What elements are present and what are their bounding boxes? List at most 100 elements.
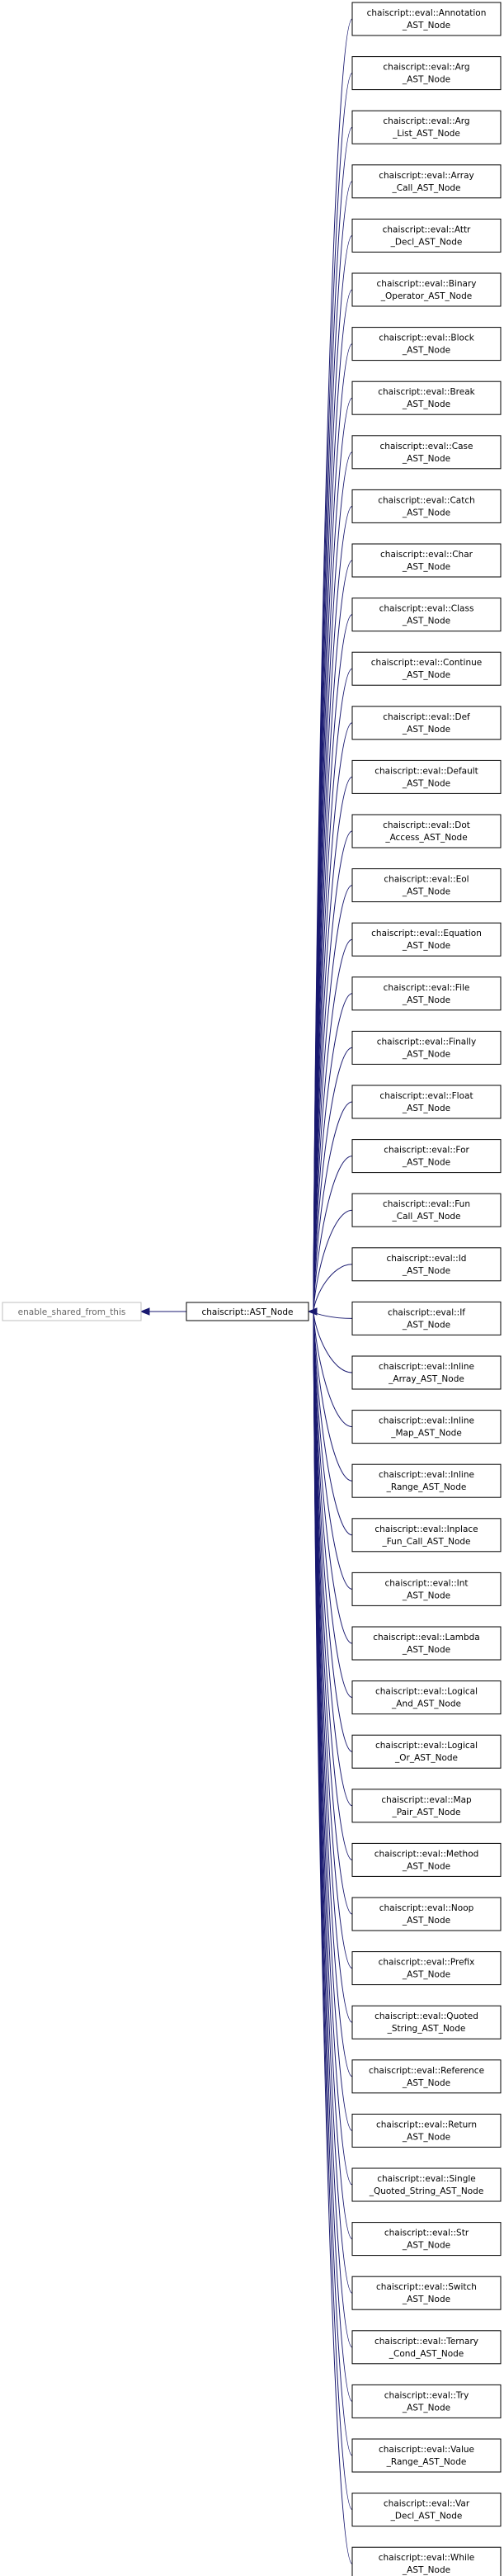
- child-class-node[interactable]: chaiscript::eval::Id_AST_Node: [351, 1247, 502, 1282]
- child-class-box: [351, 1518, 502, 1553]
- child-class-node[interactable]: chaiscript::eval::Return_AST_Node: [351, 2113, 502, 2148]
- child-class-node[interactable]: chaiscript::eval::Arg_AST_Node: [351, 56, 502, 91]
- child-class-box: [351, 489, 502, 523]
- child-class-node[interactable]: chaiscript::eval::Def_AST_Node: [351, 706, 502, 740]
- child-class-node[interactable]: chaiscript::eval::Inline_Map_AST_Node: [351, 1410, 502, 1444]
- child-class-box: [351, 435, 502, 470]
- child-class-node[interactable]: chaiscript::eval::While_AST_Node: [351, 2546, 502, 2576]
- child-class-node[interactable]: chaiscript::eval::Logical_And_AST_Node: [351, 1680, 502, 1715]
- child-class-label-line1: chaiscript::eval::Prefix: [379, 1958, 475, 1968]
- root-class-label: chaiscript::AST_Node: [201, 1307, 293, 1317]
- child-class-label-line2: _List_AST_Node: [392, 129, 460, 139]
- child-class-node[interactable]: chaiscript::eval::Value_Range_AST_Node: [351, 2438, 502, 2473]
- root-class-node[interactable]: chaiscript::AST_Node: [186, 1302, 309, 1321]
- child-class-node[interactable]: chaiscript::eval::Attr_Decl_AST_Node: [351, 218, 502, 253]
- child-class-box: [351, 2005, 502, 2040]
- child-class-label-line1: chaiscript::eval::Return: [376, 2120, 477, 2129]
- inheritance-edge: [313, 1156, 353, 1312]
- child-class-label-line1: chaiscript::eval::Map: [381, 1795, 472, 1805]
- child-class-box: [351, 868, 502, 903]
- child-class-box: [351, 1789, 502, 1823]
- child-class-node[interactable]: chaiscript::eval::Finally_AST_Node: [351, 1030, 502, 1065]
- child-class-label-line2: _Access_AST_Node: [384, 833, 467, 843]
- child-class-label-line2: _AST_Node: [402, 995, 450, 1005]
- child-class-box: [351, 1030, 502, 1065]
- child-class-node[interactable]: chaiscript::eval::Default_AST_Node: [351, 759, 502, 794]
- child-class-label-line1: chaiscript::eval::Inplace: [374, 1524, 478, 1534]
- child-class-label-line2: _Fun_Call_AST_Node: [381, 1537, 470, 1547]
- child-class-label-line2: _AST_Node: [402, 778, 450, 788]
- child-class-box: [351, 1410, 502, 1444]
- child-class-box: [351, 1085, 502, 1119]
- child-class-node[interactable]: chaiscript::eval::For_AST_Node: [351, 1139, 502, 1174]
- child-class-label-line2: _AST_Node: [402, 346, 450, 356]
- child-class-node[interactable]: chaiscript::eval::Single_Quoted_String_A…: [351, 2167, 502, 2202]
- child-class-node[interactable]: chaiscript::eval::Arg_List_AST_Node: [351, 110, 502, 144]
- child-class-node[interactable]: chaiscript::eval::Class_AST_Node: [351, 598, 502, 632]
- inheritance-edge: [313, 1264, 353, 1312]
- child-class-node[interactable]: chaiscript::eval::Reference_AST_Node: [351, 2059, 502, 2094]
- child-class-node[interactable]: chaiscript::eval::Equation_AST_Node: [351, 922, 502, 957]
- child-class-node[interactable]: chaiscript::eval::Method_AST_Node: [351, 1842, 502, 1877]
- child-class-node[interactable]: chaiscript::eval::Ternary_Cond_AST_Node: [351, 2330, 502, 2365]
- child-class-node[interactable]: chaiscript::eval::Char_AST_Node: [351, 543, 502, 578]
- inheritance-edge: [313, 1311, 353, 1482]
- child-class-label-line2: _AST_Node: [402, 1916, 450, 1926]
- child-class-label-line2: _AST_Node: [402, 725, 450, 735]
- child-class-node[interactable]: chaiscript::eval::Int_AST_Node: [351, 1572, 502, 1606]
- child-class-node[interactable]: chaiscript::eval::Map_Pair_AST_Node: [351, 1789, 502, 1823]
- child-class-node[interactable]: chaiscript::eval::Eol_AST_Node: [351, 868, 502, 903]
- child-class-node[interactable]: chaiscript::eval::Continue_AST_Node: [351, 651, 502, 686]
- child-class-label-line1: chaiscript::eval::Value: [379, 2445, 474, 2455]
- child-class-label-line1: chaiscript::eval::Array: [379, 171, 474, 181]
- child-class-label-line2: _Decl_AST_Node: [390, 2512, 463, 2522]
- child-class-label-line1: chaiscript::eval::Char: [380, 550, 473, 560]
- child-class-label-line2: _AST_Node: [402, 1861, 450, 1871]
- child-class-node[interactable]: chaiscript::eval::Logical_Or_AST_Node: [351, 1734, 502, 1769]
- child-class-box: [351, 2276, 502, 2310]
- child-class-node[interactable]: chaiscript::eval::Break_AST_Node: [351, 380, 502, 415]
- child-class-node[interactable]: chaiscript::eval::Float_AST_Node: [351, 1085, 502, 1119]
- child-class-node[interactable]: chaiscript::eval::Inline_Range_AST_Node: [351, 1463, 502, 1498]
- child-class-node[interactable]: chaiscript::eval::Str_AST_Node: [351, 2222, 502, 2257]
- child-class-node[interactable]: chaiscript::eval::Case_AST_Node: [351, 435, 502, 470]
- child-class-node[interactable]: chaiscript::eval::If_AST_Node: [351, 1301, 502, 1335]
- child-class-label-line1: chaiscript::eval::Eol: [384, 875, 469, 885]
- child-class-node[interactable]: chaiscript::eval::File_AST_Node: [351, 976, 502, 1011]
- child-class-node[interactable]: chaiscript::eval::Array_Call_AST_Node: [351, 164, 502, 199]
- child-class-node[interactable]: chaiscript::eval::Lambda_AST_Node: [351, 1626, 502, 1661]
- inheritance-edge: [313, 1209, 353, 1312]
- child-class-label-line1: chaiscript::eval::Case: [380, 442, 473, 451]
- child-class-node[interactable]: chaiscript::eval::Catch_AST_Node: [351, 489, 502, 523]
- base-class-node[interactable]: enable_shared_from_this: [2, 1302, 142, 1321]
- base-class-label: enable_shared_from_this: [18, 1307, 126, 1317]
- child-class-box: [351, 1139, 502, 1174]
- child-class-node[interactable]: chaiscript::eval::Dot_Access_AST_Node: [351, 814, 502, 848]
- child-class-label-line2: _AST_Node: [402, 508, 450, 518]
- child-class-node[interactable]: chaiscript::eval::Try_AST_Node: [351, 2384, 502, 2418]
- child-class-node[interactable]: chaiscript::eval::Annotation_AST_Node: [351, 2, 502, 36]
- child-class-node[interactable]: chaiscript::eval::Block_AST_Node: [351, 327, 502, 362]
- child-class-box: [351, 814, 502, 848]
- child-class-label-line2: _AST_Node: [402, 399, 450, 409]
- child-class-node[interactable]: chaiscript::eval::Prefix_AST_Node: [351, 1951, 502, 1986]
- child-class-label-line2: _AST_Node: [402, 75, 450, 85]
- child-class-node[interactable]: chaiscript::eval::Binary_Operator_AST_No…: [351, 272, 502, 307]
- child-class-node[interactable]: chaiscript::eval::Quoted_String_AST_Node: [351, 2005, 502, 2040]
- child-class-node[interactable]: chaiscript::eval::Fun_Call_AST_Node: [351, 1193, 502, 1227]
- child-class-box: [351, 651, 502, 686]
- child-class-box: [351, 56, 502, 91]
- child-class-node[interactable]: chaiscript::eval::Var_Decl_AST_Node: [351, 2493, 502, 2527]
- child-class-node[interactable]: chaiscript::eval::Noop_AST_Node: [351, 1897, 502, 1931]
- child-class-box: [351, 2438, 502, 2473]
- child-class-node[interactable]: chaiscript::eval::Inline_Array_AST_Node: [351, 1355, 502, 1390]
- child-class-label-line1: chaiscript::eval::Method: [374, 1849, 479, 1859]
- child-class-label-line2: _Operator_AST_Node: [380, 291, 472, 301]
- child-class-label-line2: _AST_Node: [402, 1104, 450, 1113]
- child-class-box: [351, 1897, 502, 1931]
- child-class-label-line1: chaiscript::eval::Def: [383, 712, 470, 722]
- child-class-label-line1: chaiscript::eval::Var: [384, 2499, 470, 2509]
- child-class-node[interactable]: chaiscript::eval::Inplace_Fun_Call_AST_N…: [351, 1518, 502, 1553]
- child-class-node[interactable]: chaiscript::eval::Switch_AST_Node: [351, 2276, 502, 2310]
